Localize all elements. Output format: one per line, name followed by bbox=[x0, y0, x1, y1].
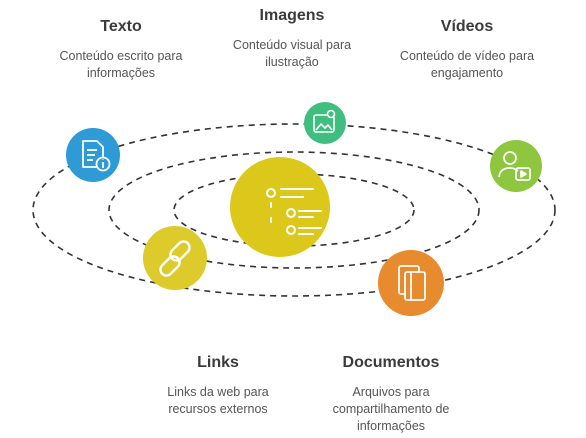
label-texto: Texto Conteúdo escrito para informações bbox=[38, 18, 204, 82]
label-links-description: Links da web para recursos externos bbox=[167, 385, 269, 416]
label-texto-title: Texto bbox=[100, 18, 142, 35]
link-icon bbox=[159, 240, 191, 277]
label-documentos-description: Arquivos para compartilhamento de inform… bbox=[332, 385, 450, 433]
planet-links bbox=[143, 226, 207, 290]
orbit-middle bbox=[108, 151, 480, 269]
planet-videos-disc bbox=[490, 140, 542, 192]
label-imagens-title: Imagens bbox=[259, 7, 325, 24]
planet-texto bbox=[66, 128, 120, 182]
label-videos-description: Conteúdo de vídeo para engajamento bbox=[399, 49, 535, 80]
label-links-title: Links bbox=[197, 354, 239, 371]
planet-videos bbox=[490, 140, 542, 192]
video-person-icon bbox=[498, 151, 531, 181]
planet-imagens-disc bbox=[304, 102, 346, 144]
orbit-inner bbox=[173, 173, 415, 247]
label-videos-title: Vídeos bbox=[440, 18, 494, 35]
center-disc bbox=[230, 157, 330, 257]
planet-links-disc bbox=[143, 226, 207, 290]
document-info-icon bbox=[82, 140, 111, 172]
image-icon bbox=[313, 109, 336, 133]
center-circle bbox=[230, 157, 330, 257]
label-imagens-description: Conteúdo visual para ilustração bbox=[232, 38, 352, 69]
label-links: Links Links da web para recursos externo… bbox=[148, 354, 288, 418]
label-documentos: Documentos Arquivos para compartilhament… bbox=[318, 354, 464, 435]
list-icon bbox=[266, 188, 322, 235]
label-texto-description: Conteúdo escrito para informações bbox=[59, 49, 183, 80]
files-icon bbox=[398, 265, 426, 301]
label-videos: Vídeos Conteúdo de vídeo para engajament… bbox=[382, 18, 552, 82]
planet-imagens bbox=[304, 102, 346, 144]
label-imagens: Imagens Conteúdo visual para ilustração bbox=[218, 7, 366, 71]
orbit-outer bbox=[32, 123, 556, 297]
planet-documentos bbox=[378, 250, 444, 316]
label-documentos-title: Documentos bbox=[342, 354, 440, 371]
